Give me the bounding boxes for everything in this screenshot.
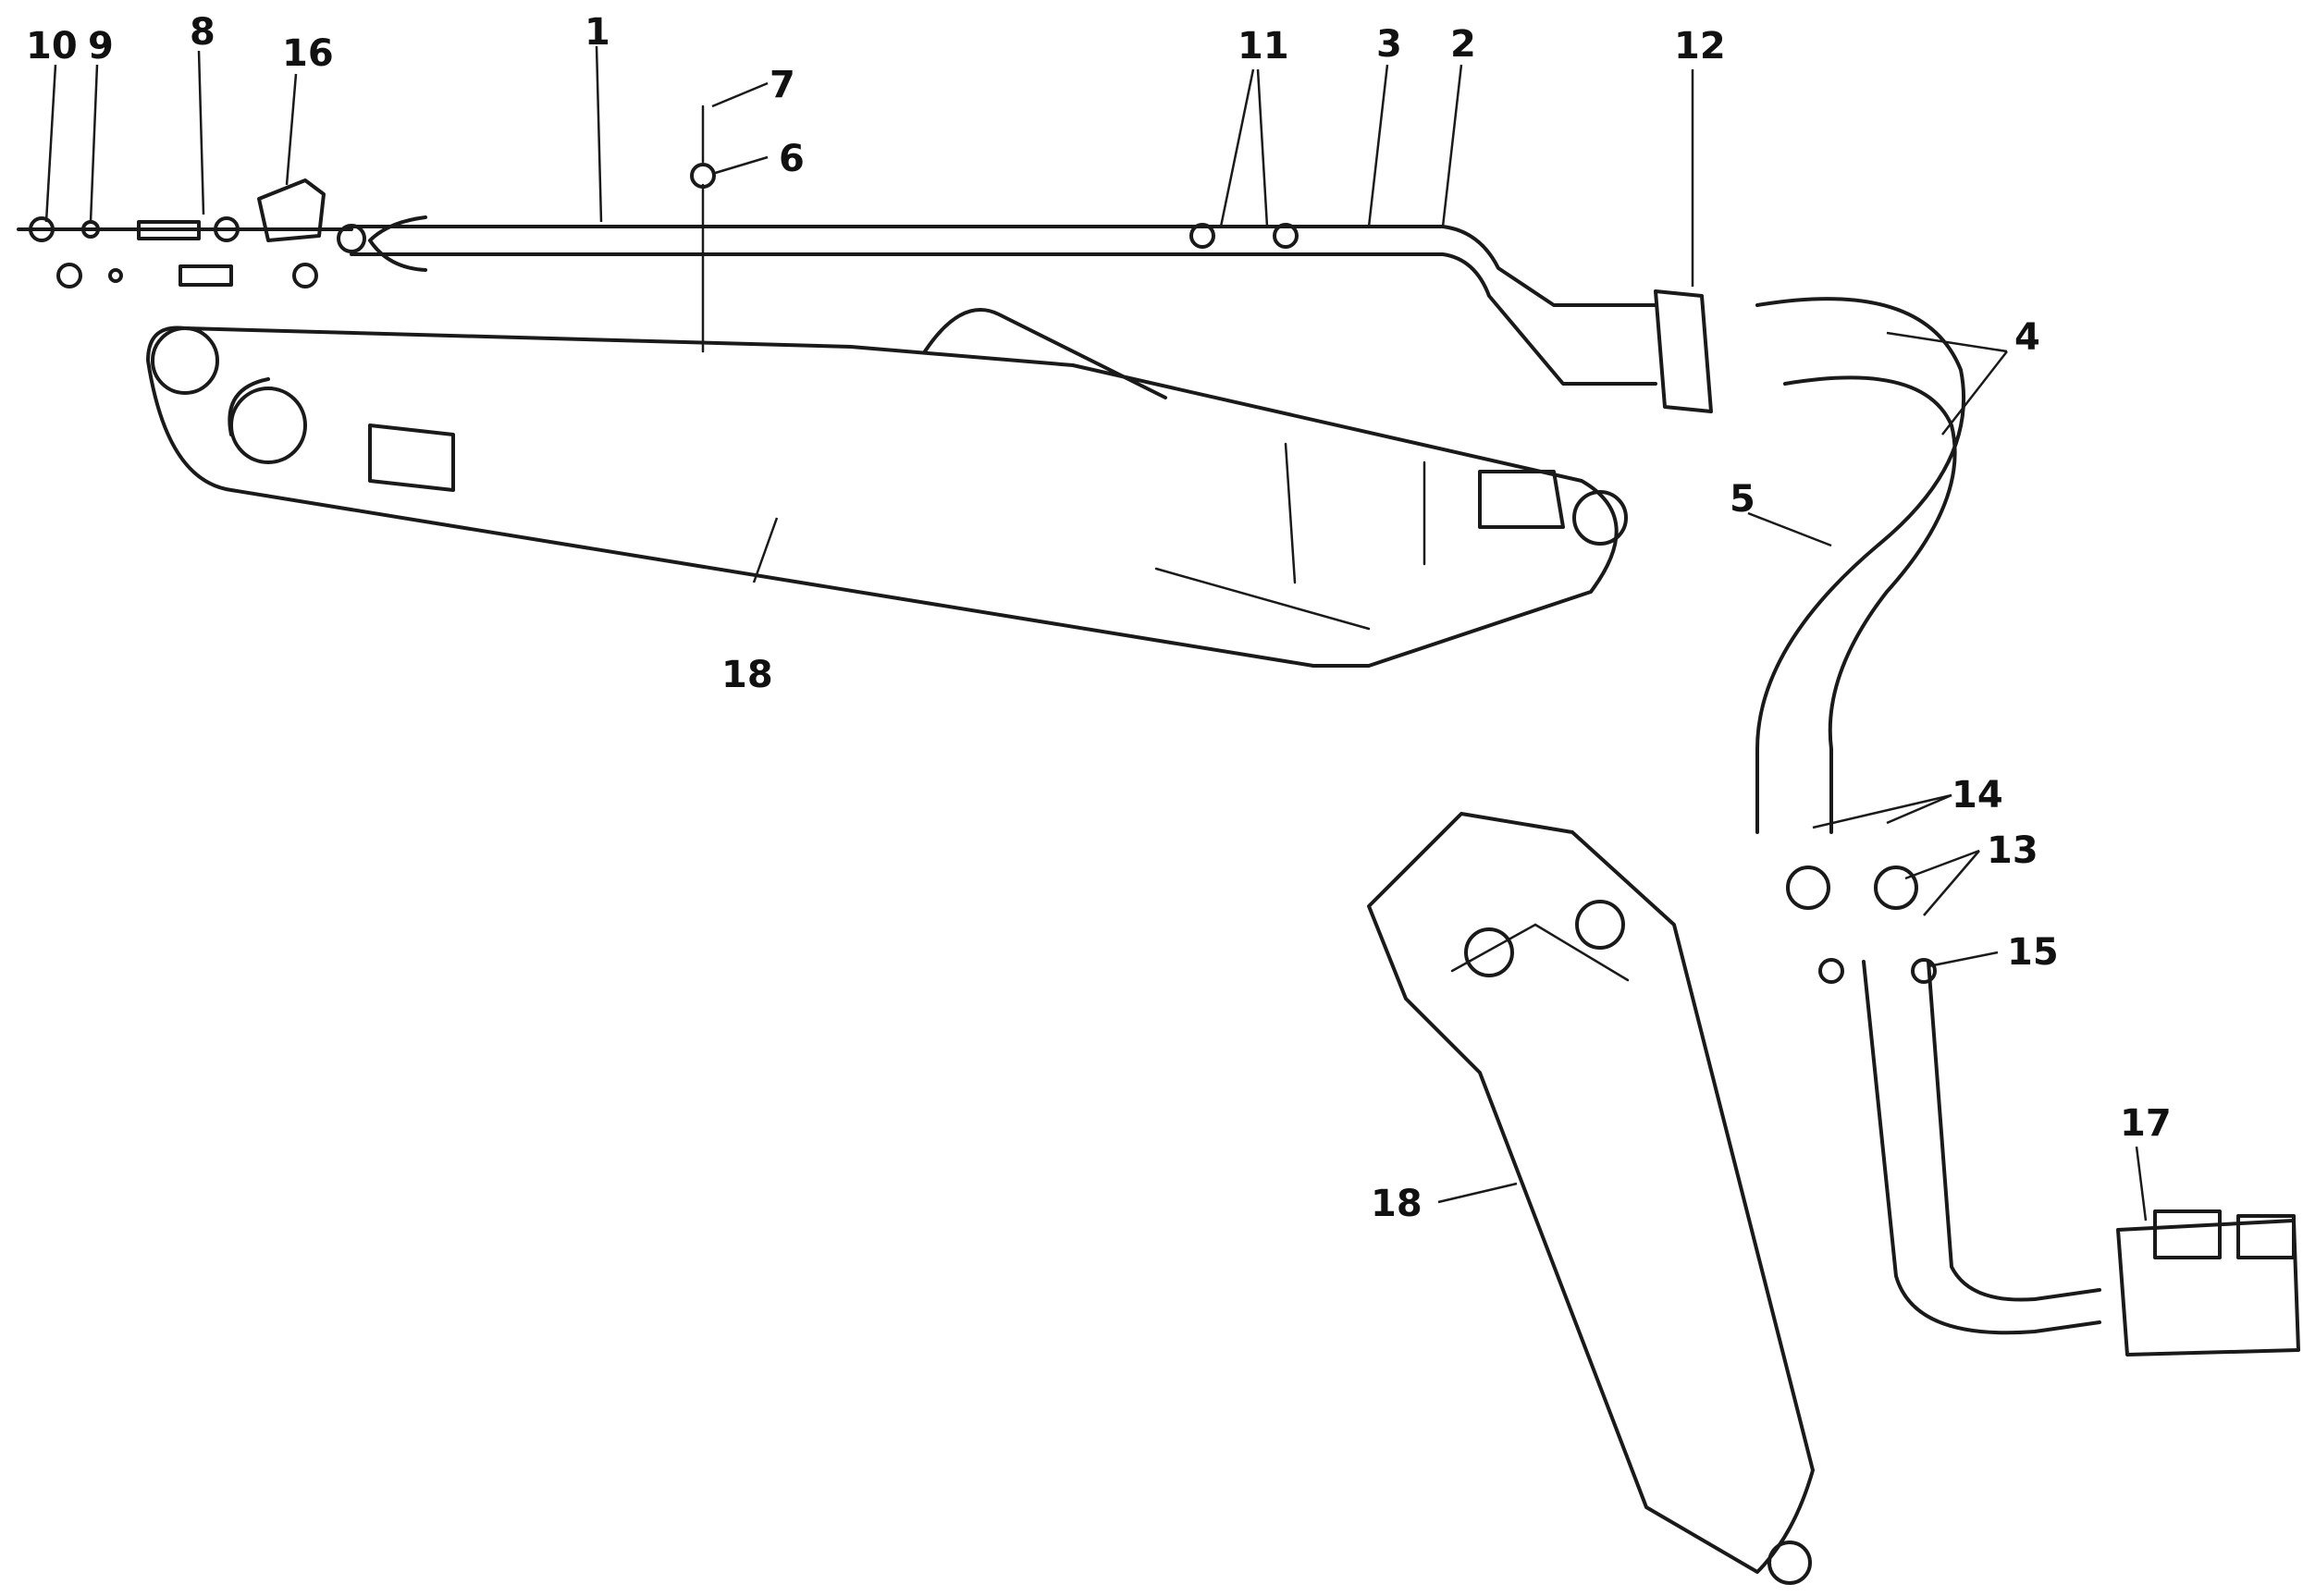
callout-14: 14 — [1952, 774, 2003, 816]
right-pipes — [1164, 223, 1657, 386]
dipper-arm — [1367, 812, 1815, 1585]
leader-lines — [44, 45, 2148, 1222]
callout-7: 7 — [770, 64, 795, 106]
callout-10: 10 — [26, 25, 78, 68]
hose-lines — [1755, 297, 2101, 1335]
callout-15: 15 — [2007, 931, 2059, 974]
callout-2: 2 — [1450, 23, 1476, 66]
callout-13: 13 — [1987, 829, 2038, 872]
main-pipe — [350, 215, 1167, 272]
valve-block — [2116, 1209, 2300, 1357]
callout-8: 8 — [190, 11, 216, 54]
callout-1: 1 — [585, 11, 610, 54]
callout-17: 17 — [2120, 1102, 2172, 1145]
clamp-parts — [690, 104, 716, 353]
callout-18-arm: 18 — [1371, 1183, 1422, 1225]
boom-arm — [146, 308, 1628, 668]
callout-16: 16 — [282, 32, 334, 75]
callout-4: 4 — [2014, 316, 2040, 359]
callout-9: 9 — [88, 25, 114, 68]
callout-18-boom: 18 — [721, 654, 773, 696]
callout-11: 11 — [1238, 25, 1289, 68]
callout-3: 3 — [1376, 23, 1402, 66]
left-fittings — [17, 178, 366, 289]
clamp-block — [1654, 289, 1713, 413]
callout-5: 5 — [1730, 478, 1755, 521]
callout-12: 12 — [1674, 25, 1726, 68]
callout-6: 6 — [779, 138, 805, 180]
